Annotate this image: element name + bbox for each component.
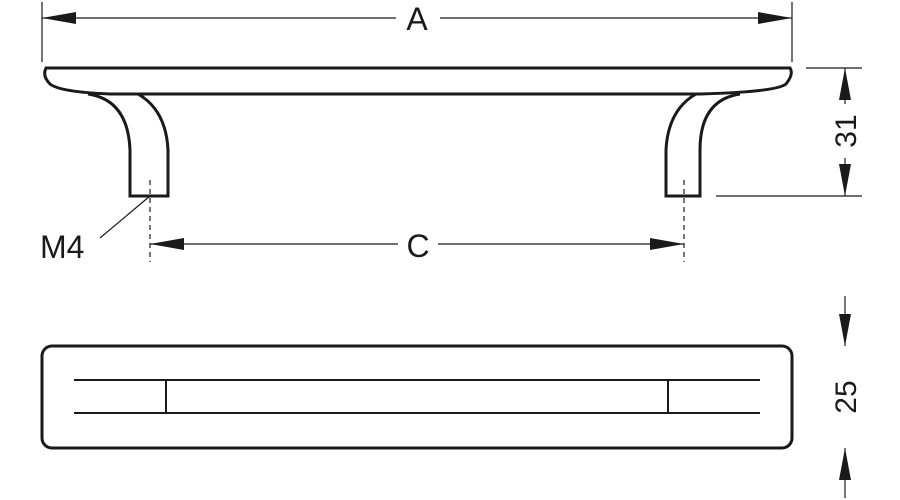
left-mount-block (74, 379, 167, 414)
dim-c-arrow-right (650, 238, 684, 250)
handle-top-outline (40, 344, 794, 450)
dimension-31: 31 (716, 67, 863, 197)
handle-top-bar (43, 66, 793, 96)
dim-a-label: A (406, 1, 428, 37)
dim-31-arrow-bottom (839, 164, 851, 196)
dim-31-arrow-top (839, 68, 851, 100)
dim-a-arrow-right (758, 12, 792, 24)
dimension-25: 25 (830, 296, 863, 498)
dim-25-arrow-bottom (839, 448, 851, 480)
dim-a-arrow-left (42, 12, 76, 24)
dim-c-arrow-left (150, 238, 184, 250)
top-view (40, 344, 794, 450)
left-leg (87, 92, 170, 198)
dim-25-arrow-top (839, 314, 851, 346)
thread-callout: M4 (40, 195, 151, 265)
right-mount-block (667, 379, 760, 414)
dim-25-label: 25 (830, 380, 863, 413)
side-view (43, 66, 793, 262)
m4-leader-line (99, 195, 151, 239)
dim-31-label: 31 (830, 114, 863, 147)
dim-c-label: C (406, 228, 429, 264)
dimension-a: A (41, 1, 793, 62)
m4-label: M4 (40, 229, 84, 265)
dimension-c: C (150, 228, 684, 264)
right-leg (664, 92, 741, 198)
